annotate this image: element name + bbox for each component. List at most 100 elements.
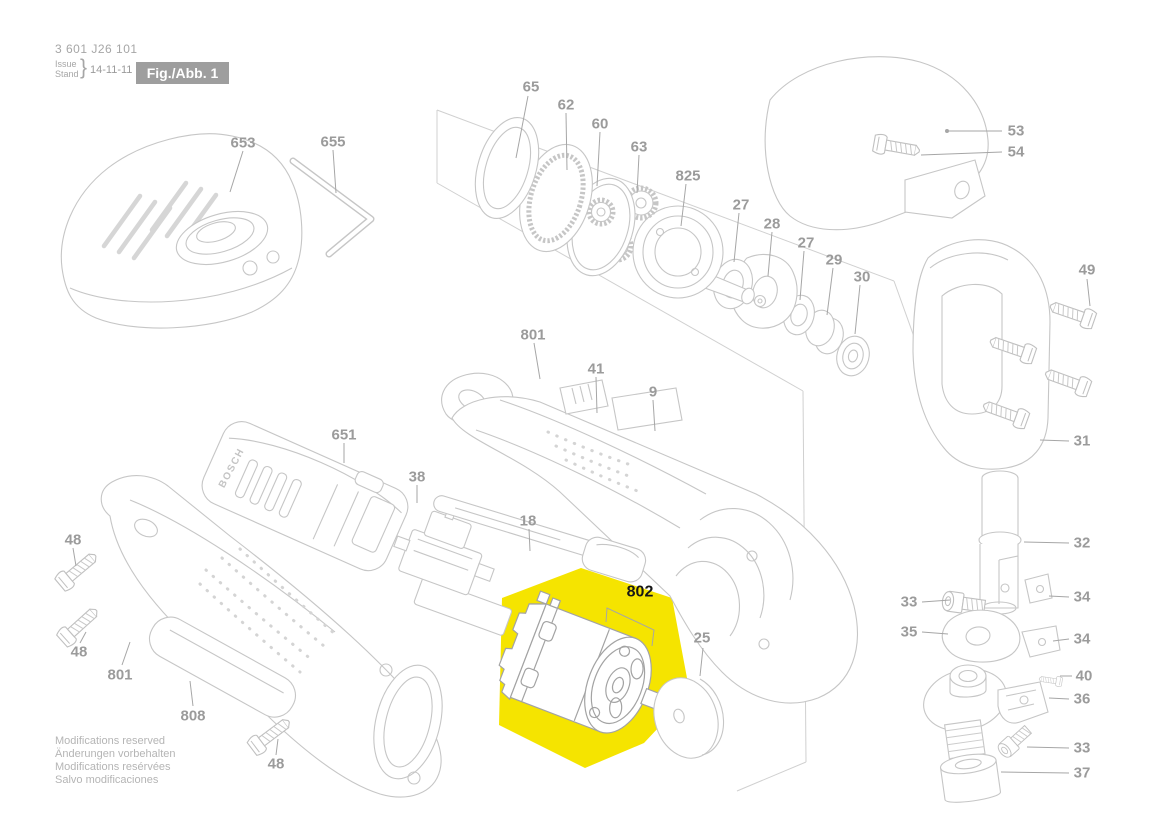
part-label-37-24: 37 <box>1074 765 1091 782</box>
part-label-28-8: 28 <box>764 216 781 233</box>
part-label-33-23: 33 <box>1074 740 1091 757</box>
leader-line-34-20 <box>1052 638 1070 642</box>
part-label-29-10: 29 <box>826 252 843 269</box>
leader-line-25-37 <box>699 647 704 677</box>
leader-line-65-2 <box>515 95 529 159</box>
part-label-48-35: 48 <box>268 756 285 773</box>
part-label-54-13: 54 <box>1008 144 1025 161</box>
part-label-49-14: 49 <box>1079 262 1096 279</box>
leader-line-28-8 <box>767 231 773 277</box>
part-label-48-31: 48 <box>65 532 82 549</box>
switch-module-drawing <box>393 504 513 636</box>
leader-line-37-24 <box>1000 771 1070 774</box>
part-label-33-17: 33 <box>901 594 918 611</box>
leader-line-825-6 <box>680 183 687 227</box>
leader-line-801-33 <box>121 641 131 666</box>
leader-line-62-3 <box>565 112 568 171</box>
part-label-63-5: 63 <box>631 139 648 156</box>
leader-line-31-15 <box>1039 439 1070 442</box>
leader-line-41-26 <box>595 376 598 414</box>
leader-line-29-10 <box>826 267 834 316</box>
leader-line-30-11 <box>854 284 861 335</box>
leader-dot-53 <box>945 129 949 133</box>
issue-label-de: Stand <box>55 69 79 79</box>
part-label-65-2: 65 <box>523 79 540 96</box>
part-label-62-3: 62 <box>558 97 575 114</box>
leader-line-801-25 <box>533 342 541 380</box>
allen-key-drawing <box>289 157 375 258</box>
motor-drawing <box>498 590 675 734</box>
part-label-41-26: 41 <box>588 361 605 378</box>
leader-line-36-22 <box>1048 697 1070 700</box>
article-number: 3 601 J26 101 <box>55 42 138 56</box>
part-label-27-7: 27 <box>733 197 750 214</box>
part-label-31-15: 31 <box>1074 433 1091 450</box>
part-label-25-37: 25 <box>694 630 711 647</box>
notice-line-en: Modifications reserved <box>55 735 166 747</box>
guard-plate-drawing <box>764 56 989 231</box>
part-label-35-19: 35 <box>901 624 918 641</box>
leader-line-808-34 <box>189 680 194 707</box>
part-label-48-32: 48 <box>71 644 88 661</box>
part-labels-layer: 653 655 65 62 60 63 825 27 28 27 29 30 53 54 49 31 32 33 3… <box>65 79 1096 782</box>
part-label-802-36: 802 <box>627 584 654 601</box>
part-label-32-16: 32 <box>1074 535 1091 552</box>
leader-line-34-18 <box>1048 595 1070 598</box>
part-label-40-21: 40 <box>1076 668 1093 685</box>
issue-label: Issue Stand <box>55 59 79 79</box>
angle-head-drawing <box>912 239 1098 803</box>
part-label-36-22: 36 <box>1074 691 1091 708</box>
charger-drawing <box>60 133 303 329</box>
leader-line-48-32 <box>79 631 87 644</box>
leader-line-18-30 <box>528 528 531 552</box>
leader-line-32-16 <box>1023 541 1070 544</box>
upper-housing-drawing <box>441 372 858 704</box>
part-label-653-0: 653 <box>230 135 255 152</box>
part-label-60-4: 60 <box>592 116 609 133</box>
notice-line-fr: Modifications resérvées <box>55 761 171 773</box>
part-label-27-9: 27 <box>798 235 815 252</box>
issue-brace: } <box>80 56 88 79</box>
part-label-34-18: 34 <box>1074 589 1091 606</box>
part-label-9-27: 9 <box>649 384 657 401</box>
part-label-30-11: 30 <box>854 269 871 286</box>
leader-line-27-7 <box>733 212 740 263</box>
leader-line-35-19 <box>921 631 949 635</box>
part-label-825-6: 825 <box>675 168 700 185</box>
leader-line-802-36 <box>605 607 655 647</box>
slide-switch-drawing <box>433 495 647 583</box>
notice-line-de: Änderungen vorbehalten <box>55 748 176 760</box>
issue-date: 14-11-11 <box>90 64 133 76</box>
figure-label-badge: Fig./Abb. 1 <box>136 62 229 84</box>
part-label-34-20: 34 <box>1074 631 1091 648</box>
leader-line-48-35 <box>275 738 279 756</box>
part-label-38-29: 38 <box>409 469 426 486</box>
part-label-18-30: 18 <box>520 513 537 530</box>
part-label-651-28: 651 <box>331 427 356 444</box>
leader-line-33-23 <box>1026 746 1070 749</box>
leader-line-48-31 <box>72 547 77 567</box>
part-label-655-1: 655 <box>320 134 345 151</box>
leader-line-655-1 <box>332 149 337 194</box>
part-label-801-33: 801 <box>107 667 132 684</box>
leader-line-653-0 <box>229 150 244 193</box>
bolt-37-drawing <box>939 719 1002 803</box>
leader-line-60-4 <box>596 131 601 187</box>
battery-drawing: BOSCH <box>201 421 409 572</box>
part-label-801-25: 801 <box>520 327 545 344</box>
lower-housing-drawing <box>53 475 443 798</box>
notice-line-es: Salvo modificaciones <box>55 774 159 786</box>
leader-line-27-9 <box>799 250 805 301</box>
leader-line-33-17 <box>921 599 951 603</box>
issue-label-en: Issue <box>55 59 77 69</box>
modifications-notice: Modifications reserved Änderungen vorbeh… <box>55 735 175 787</box>
disc-drawing <box>653 677 725 759</box>
leader-line-54-13 <box>920 151 1003 156</box>
part-label-53-12: 53 <box>1008 123 1025 140</box>
leader-line-9-27 <box>652 399 656 432</box>
leader-line-63-5 <box>636 154 640 194</box>
part-label-808-34: 808 <box>180 708 205 725</box>
leader-line-49-14 <box>1086 278 1091 307</box>
